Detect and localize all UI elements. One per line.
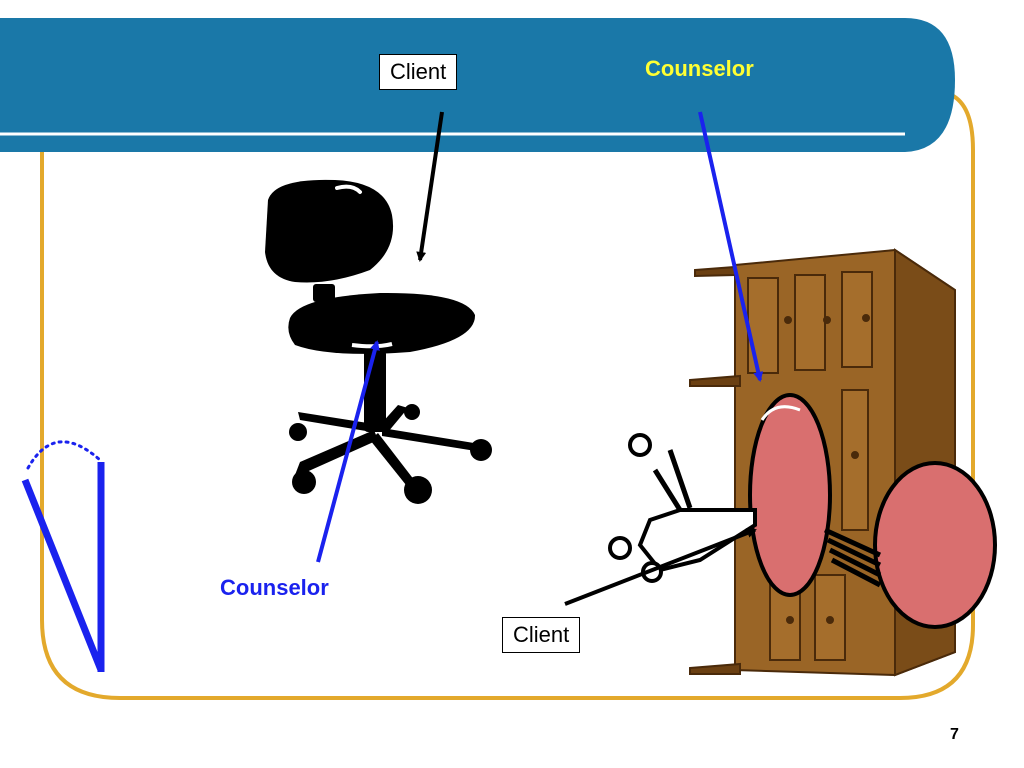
arrow-client-bottom [564,528,757,606]
label-counselor-bottom: Counselor [220,575,329,600]
slide-frame [40,90,975,700]
slide-number: 7 [950,726,959,743]
arrow-counselor-top [698,111,764,382]
left-blue-marker [21,440,105,672]
office-chair-icon [265,179,492,504]
header-band [0,18,955,152]
label-client-bottom: Client [502,617,581,653]
tipped-chair-icon [608,393,997,629]
arrow-counselor-bottom [316,340,380,563]
arrow-client-top [416,111,444,262]
label-counselor-top: Counselor [645,56,754,81]
label-client-top: Client [379,54,458,90]
